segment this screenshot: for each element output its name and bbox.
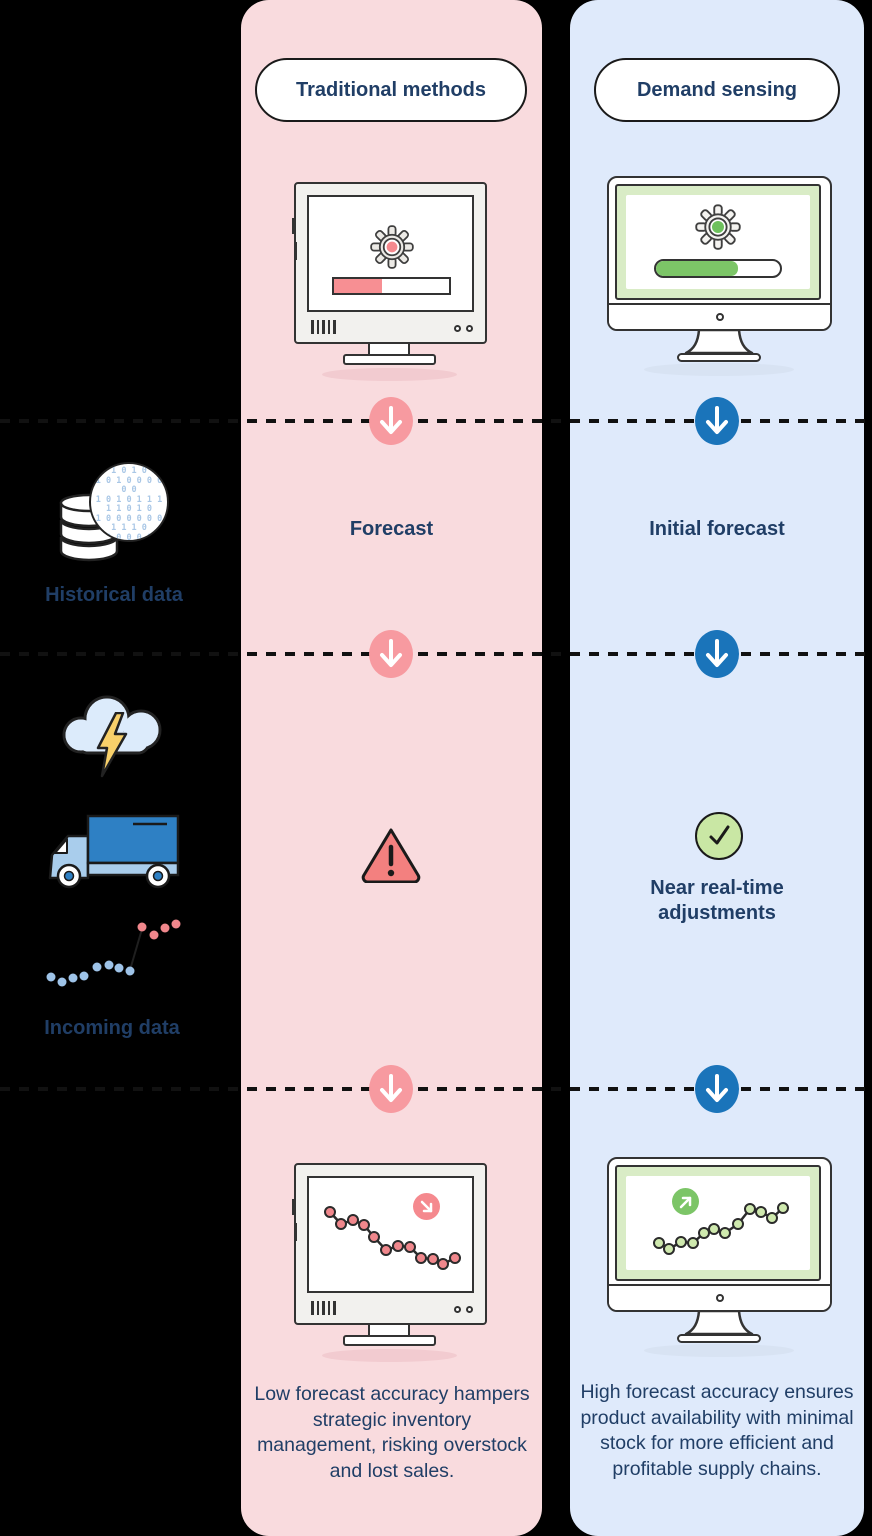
imac-bezel (607, 176, 832, 331)
camera-dot (715, 313, 724, 321)
adjustments-label: Near real-time adjustments (650, 877, 784, 924)
monitor-dot (466, 1306, 473, 1313)
crt-bezel (292, 1163, 487, 1325)
loading-bar (332, 277, 451, 295)
down-arrow-icon (695, 630, 739, 678)
monitor-base (343, 354, 436, 365)
sketch-tick (292, 218, 295, 234)
imac-bezel (607, 1157, 832, 1312)
loading-bar-fill (656, 261, 738, 276)
warning-icon (361, 828, 421, 883)
down-right-arrow-icon (413, 1193, 440, 1220)
loading-bar-fill (334, 279, 383, 293)
monitor-shadow (644, 363, 794, 376)
cloud-icon (62, 695, 162, 755)
demand-computer-icon (607, 174, 837, 376)
dashed-flow-line (0, 652, 872, 656)
forecast-label: Forecast (349, 518, 434, 540)
crt-screen (307, 1176, 474, 1293)
monitor-dot (466, 325, 473, 332)
check-icon (695, 812, 743, 860)
down-arrow-icon (369, 1065, 413, 1113)
traditional-computer-icon (289, 180, 489, 381)
sketch-tick (292, 1199, 295, 1215)
vent-lines-icon (311, 1301, 336, 1315)
weather-icon (57, 690, 177, 785)
sketch-tick (294, 1223, 297, 1241)
imac-chin (609, 1284, 830, 1310)
rising-chart-monitor-icon (607, 1155, 837, 1357)
monitor-shadow (644, 1344, 794, 1357)
monitor-shadow (322, 1349, 457, 1362)
dashed-flow-line (0, 1087, 872, 1091)
monitor-shadow (322, 368, 457, 381)
demand-title: Demand sensing (636, 78, 798, 101)
down-arrow-icon (695, 1065, 739, 1113)
imac-screen (626, 1176, 810, 1270)
imac-stand (684, 1310, 754, 1336)
traditional-header-pill: Traditional methods (255, 58, 527, 122)
declining-trend-chart (324, 1206, 461, 1270)
incoming-data-label: Incoming data (44, 1017, 180, 1039)
demand-summary: High forecast accuracy ensures product a… (580, 1381, 854, 1480)
incoming-data-icon (46, 919, 181, 987)
monitor-dot (454, 1306, 461, 1313)
traditional-summary: Low forecast accuracy hampers strategic … (254, 1383, 530, 1482)
monitor-base (343, 1335, 436, 1346)
declining-chart-monitor-icon (289, 1161, 489, 1362)
crt-screen (307, 195, 474, 312)
imac-chin (609, 303, 830, 329)
initial-forecast-label: Initial forecast (649, 518, 785, 540)
camera-dot (715, 1294, 724, 1302)
imac-base-bar (677, 1334, 761, 1343)
historical-data-label: Historical data (45, 584, 183, 606)
vent-lines-icon (311, 320, 336, 334)
monitor-dot (454, 325, 461, 332)
down-arrow-icon (369, 397, 413, 445)
up-right-arrow-icon (672, 1188, 699, 1215)
crt-bezel (292, 182, 487, 344)
gear-icon (370, 225, 414, 269)
imac-stand (684, 329, 754, 355)
traditional-title: Traditional methods (295, 78, 487, 101)
truck-icon (48, 814, 180, 889)
down-arrow-icon (695, 397, 739, 445)
lightning-icon (96, 712, 128, 778)
imac-screen (626, 195, 810, 289)
imac-base-bar (677, 353, 761, 362)
imac-screen-frame (615, 1165, 821, 1281)
loading-bar (654, 259, 782, 278)
down-arrow-icon (369, 630, 413, 678)
rising-trend-chart (653, 1202, 789, 1255)
dashed-flow-line (0, 419, 872, 423)
imac-screen-frame (615, 184, 821, 300)
demand-header-pill: Demand sensing (594, 58, 840, 122)
sketch-tick (294, 242, 297, 260)
gear-icon (695, 204, 741, 250)
